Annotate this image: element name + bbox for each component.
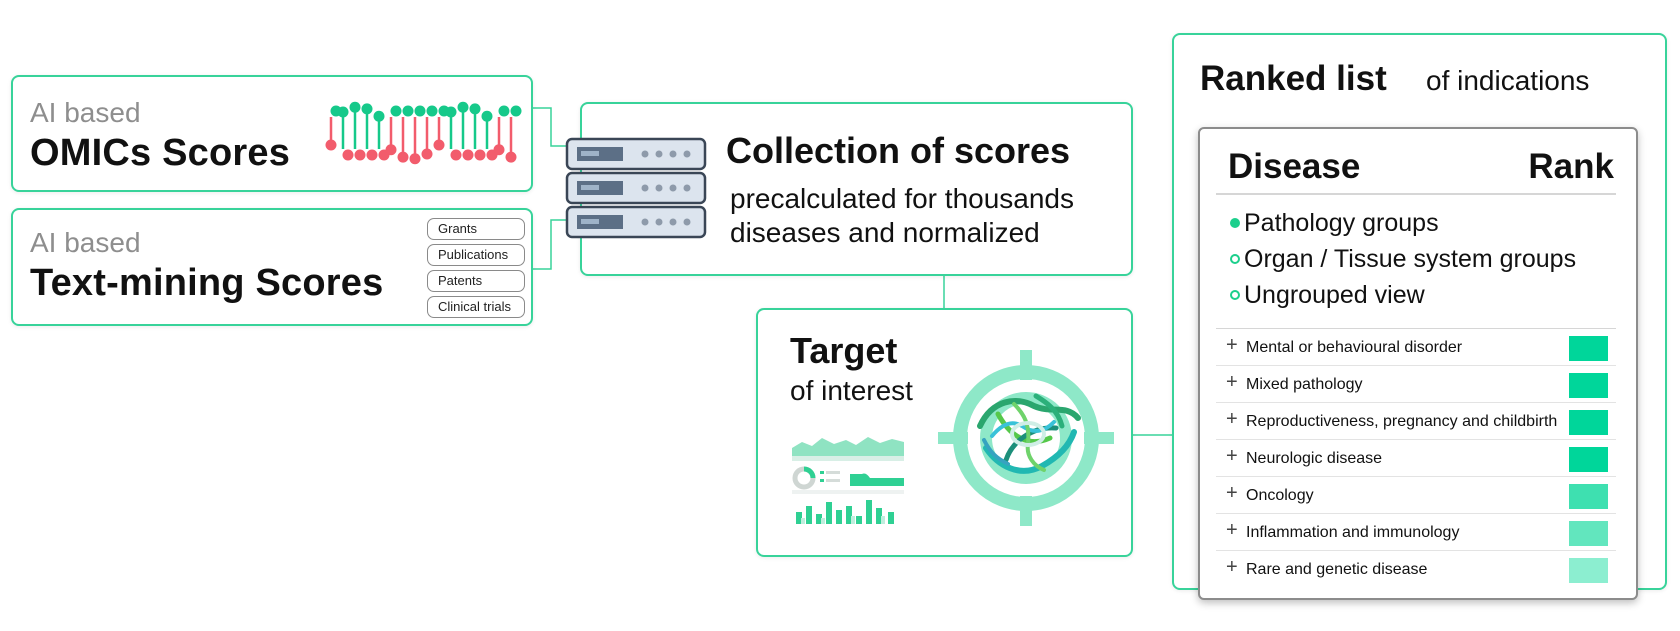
target-crosshair-icon [938,350,1114,526]
collection-title: Collection of scores [726,130,1071,171]
omics-prefix: AI based [30,97,141,128]
rank-bar [1569,336,1608,361]
ranked-list-title: Ranked list [1200,59,1387,98]
table-row[interactable]: + Inflammation and immunology [1216,514,1616,551]
textmining-title: Text-mining Scores [30,262,384,304]
header-divider [1216,193,1616,195]
row-label: Mixed pathology [1246,376,1363,393]
source-pill-patents: Patents [427,270,525,292]
radio-organ-tissue-groups[interactable] [1230,254,1240,264]
rank-bar [1569,484,1608,509]
dashboard-thumbnail-icon [792,437,904,524]
row-label: Rare and genetic disease [1246,561,1428,578]
target-subtitle: of interest [790,375,913,406]
textmining-scores-box: AI based Text-mining Scores Grants Publi… [11,208,533,326]
radio-pathology-groups[interactable] [1230,218,1240,228]
table-row[interactable]: + Mixed pathology [1216,366,1616,403]
expand-plus-icon[interactable]: + [1226,556,1238,578]
expand-plus-icon[interactable]: + [1226,519,1238,541]
rank-bar [1569,373,1608,398]
row-label: Mental or behavioural disorder [1246,339,1463,356]
dna-icon [325,101,522,165]
table-row[interactable]: + Reproductiveness, pregnancy and childb… [1216,403,1616,440]
textmining-prefix: AI based [30,227,141,258]
table-row[interactable]: + Neurologic disease [1216,440,1616,477]
table-row[interactable]: + Rare and genetic disease [1216,551,1616,588]
expand-plus-icon[interactable]: + [1226,371,1238,393]
table-row[interactable]: + Mental or behavioural disorder [1216,329,1616,366]
target-title: Target [790,330,898,371]
options-divider [1216,328,1616,329]
rank-bar [1569,410,1608,435]
row-label: Oncology [1246,487,1314,504]
expand-plus-icon[interactable]: + [1226,482,1238,504]
source-pill-clinical-trials: Clinical trials [427,296,525,318]
expand-plus-icon[interactable]: + [1226,445,1238,467]
rank-bar [1569,558,1608,583]
server-stack-icon [565,137,707,239]
source-pill-publications: Publications [427,244,525,266]
rank-bar [1569,447,1608,472]
row-label: Inflammation and immunology [1246,524,1460,541]
collection-line1: precalculated for thousands [730,183,1074,214]
row-label: Neurologic disease [1246,450,1383,467]
table-row[interactable]: + Oncology [1216,477,1616,514]
option-ungrouped-view[interactable]: Ungrouped view [1244,281,1425,309]
option-pathology-groups[interactable]: Pathology groups [1244,209,1439,237]
ranked-table-card: Disease Rank Pathology groups Organ / Ti… [1198,127,1638,600]
target-box: Target of interest [756,308,1133,557]
expand-plus-icon[interactable]: + [1226,334,1238,356]
expand-plus-icon[interactable]: + [1226,408,1238,430]
omics-title: OMICs Scores [30,132,291,174]
disease-column-header: Disease [1228,147,1361,186]
disease-rows: + Mental or behavioural disorder + Mixed… [1186,329,1646,599]
source-pill-grants: Grants [427,218,525,240]
omics-scores-box: AI based OMICs Scores [11,75,533,192]
collection-line2: diseases and normalized [730,217,1040,248]
rank-column-header: Rank [1528,147,1614,186]
option-organ-tissue-groups[interactable]: Organ / Tissue system groups [1244,245,1577,273]
protein-structure-icon [977,393,1081,474]
ranked-list-subtitle: of indications [1426,65,1590,96]
row-label: Reproductiveness, pregnancy and childbir… [1246,413,1558,430]
radio-ungrouped-view[interactable] [1230,290,1240,300]
rank-bar [1569,521,1608,546]
